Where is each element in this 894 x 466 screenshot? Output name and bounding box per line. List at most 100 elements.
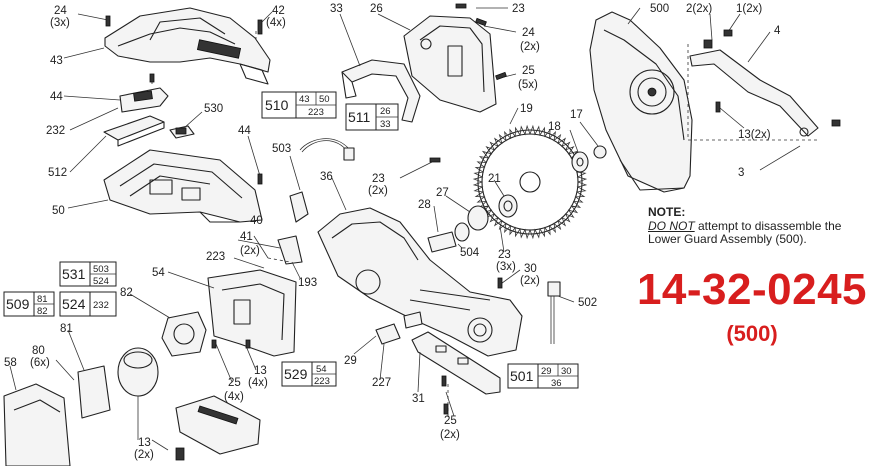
callout-26: 26 [370, 3, 383, 15]
callout-19: 19 [520, 103, 533, 115]
kit-510-sub-50: 50 [319, 94, 330, 105]
part-500-lower-guard [589, 11, 693, 193]
callout-27: 27 [436, 187, 449, 199]
callout-193: 193 [298, 277, 317, 289]
kit-529-sub-223: 223 [314, 376, 330, 387]
model-number: 14-32-0245 [636, 265, 868, 314]
callout-30-qty: (2x) [520, 275, 540, 287]
callout-30: 30 [524, 263, 537, 275]
callout-21: 21 [488, 173, 501, 185]
assembly-number: (500) [726, 321, 778, 346]
part-512-bracket [103, 115, 165, 147]
part-33-handle [341, 59, 421, 123]
callout-13-b: 13 [254, 365, 267, 377]
callout-24-qty: (3x) [50, 17, 70, 29]
part-232-switch [119, 87, 169, 113]
kit-524-sub-232: 232 [93, 300, 109, 311]
kit-511-number: 511 [348, 109, 371, 125]
callout-25-c: 25 [444, 415, 457, 427]
callout-502: 502 [578, 297, 597, 309]
callout-28: 28 [418, 199, 431, 211]
callout-1: 1(2x) [736, 3, 762, 15]
callout-530: 530 [204, 103, 223, 115]
callout-33: 33 [330, 3, 343, 15]
callout-3: 3 [738, 167, 744, 179]
kit-501-number: 501 [510, 368, 534, 384]
kit-529-sub-54: 54 [316, 364, 327, 375]
callout-31: 31 [412, 393, 425, 405]
kit-box-511: 511 26 33 [345, 103, 399, 131]
kit-531-number: 531 [62, 266, 86, 282]
kit-511-sub-26: 26 [380, 106, 391, 117]
callout-223: 223 [206, 251, 225, 263]
callout-13-c: 13 [138, 437, 151, 449]
assembly-note: NOTE: DO NOT attempt to disassemble the … [648, 205, 888, 247]
callout-504: 504 [460, 247, 480, 259]
kit-510-sub-223: 223 [308, 107, 324, 118]
part-control-board [175, 395, 261, 455]
callout-23-c-qty: (3x) [496, 261, 516, 273]
callout-18: 18 [548, 121, 561, 133]
part-19-saw-blade [472, 124, 588, 240]
kit-509-sub-81: 81 [37, 294, 48, 305]
kit-501-sub-29: 29 [541, 366, 552, 377]
kit-box-501: 501 29 30 36 [507, 363, 579, 389]
callout-labels: 24 (3x) 42 (4x) 43 44 232 530 512 44 503… [4, 3, 781, 461]
callout-81: 81 [60, 323, 73, 335]
callout-40: 40 [250, 215, 263, 227]
callout-25-b-qty: (4x) [224, 391, 244, 403]
part-81-brush-holder [77, 365, 111, 419]
note-line2: Lower Guard Assembly (500). [648, 232, 807, 246]
callout-503: 503 [272, 143, 291, 155]
callout-23-b-qty: (2x) [368, 185, 388, 197]
fasteners [105, 3, 841, 461]
callout-29: 29 [344, 355, 357, 367]
callout-227: 227 [372, 377, 391, 389]
part-530-clip [169, 125, 195, 139]
callout-23-c: 23 [498, 249, 511, 261]
kit-510-number: 510 [265, 97, 289, 113]
callout-25-qty: (5x) [518, 79, 538, 91]
callout-42: 42 [272, 5, 285, 17]
kit-501-sub-36: 36 [551, 378, 562, 389]
part-50-base-housing [103, 149, 263, 223]
kit-531-sub-503: 503 [93, 264, 109, 275]
part-58-gear-case [3, 383, 71, 466]
callout-25: 25 [522, 65, 535, 77]
note-heading: NOTE: [648, 205, 686, 219]
callout-13-b-qty: (4x) [248, 377, 268, 389]
part-54-motor-housing [207, 269, 297, 357]
kit-501-sub-30: 30 [561, 366, 572, 377]
callout-41: 41 [240, 231, 253, 243]
part-31-rail [411, 331, 501, 395]
callout-13-c-qty: (2x) [134, 449, 154, 461]
part-40-bracket [277, 235, 303, 265]
part-43-top-cover [104, 7, 271, 85]
callout-42-qty: (4x) [266, 17, 286, 29]
kit-511-sub-33: 33 [380, 119, 391, 130]
callout-36: 36 [320, 171, 333, 183]
leader-lines [9, 7, 801, 451]
callout-23: 23 [512, 3, 525, 15]
kit-509-sub-82: 82 [37, 306, 48, 317]
note-line1: attempt to disassemble the [694, 218, 842, 233]
note-emphasis: DO NOT [648, 218, 695, 233]
callout-25-c-qty: (2x) [440, 429, 460, 441]
callout-24-b-qty: (2x) [520, 41, 540, 53]
callout-17: 17 [570, 109, 583, 121]
callout-23-b: 23 [372, 173, 385, 185]
washer-parts [427, 145, 607, 253]
kit-box-510: 510 43 50 223 [261, 91, 337, 119]
callout-50: 50 [52, 205, 65, 217]
callout-512: 512 [48, 167, 67, 179]
kit-box-529: 529 54 223 [281, 361, 337, 387]
part-36-arm-assembly [317, 207, 523, 357]
callout-54: 54 [152, 267, 165, 279]
callout-44: 44 [50, 91, 63, 103]
callout-43: 43 [50, 55, 63, 67]
callout-41-qty: (2x) [240, 245, 260, 257]
kit-531-sub-524: 524 [93, 276, 109, 287]
part-502-bolt [547, 281, 561, 344]
